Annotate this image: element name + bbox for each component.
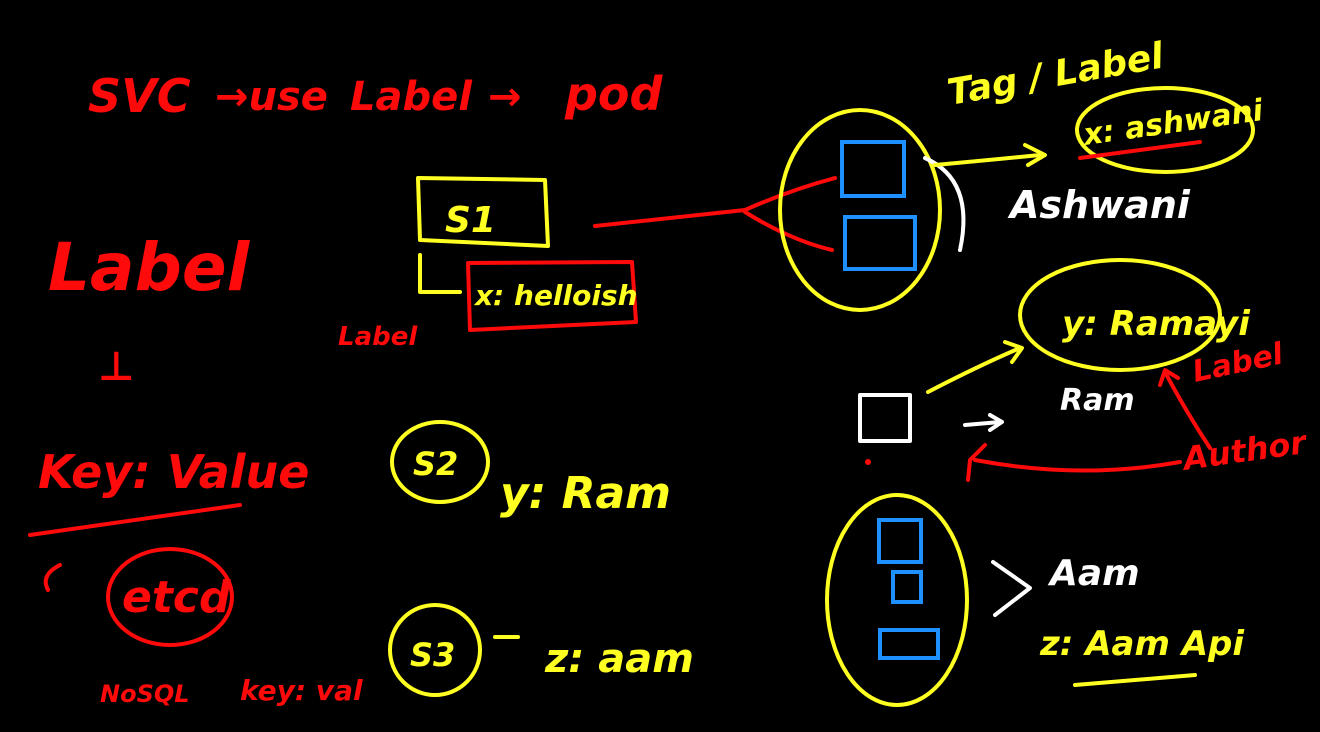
- nosql-key-val: key: val: [240, 674, 363, 707]
- s2-text: S2: [413, 445, 458, 483]
- pod-3-box: [877, 518, 923, 564]
- pod3-label-underline: [1073, 673, 1197, 687]
- s1-to-pod1-arrow: [593, 176, 837, 228]
- pod-group-2-brace: [991, 560, 1032, 617]
- s2-circle: [390, 420, 490, 504]
- single-pod-dot: [865, 459, 871, 465]
- pod1-label-ellipse: [1075, 86, 1255, 174]
- pod-5-box: [878, 628, 940, 660]
- service-s3: S3 z: aam: [388, 603, 694, 697]
- pod2-label-ellipse: [1018, 258, 1222, 372]
- heading: SVC →use Label → pod: [88, 67, 664, 123]
- s3-circle: [388, 603, 482, 697]
- s3-label-text: z: aam: [544, 636, 694, 682]
- heading-label: Label: [350, 74, 473, 120]
- pod-group-2-circle: [825, 493, 969, 707]
- heading-arrow: →: [488, 74, 522, 120]
- pod-group-1-circle: [778, 108, 942, 312]
- pod2-name: Ram: [1060, 383, 1135, 418]
- pod1-label-underline: [1078, 140, 1202, 160]
- s1-label-tag: Label: [338, 322, 418, 352]
- author-to-label-arrow: [1158, 368, 1212, 450]
- etcd-bracket: [43, 563, 62, 592]
- pod-4-box: [891, 570, 923, 604]
- heading-pod: pod: [564, 67, 664, 121]
- etcd-circle: [106, 547, 234, 647]
- s1-label-text: x: helloish: [473, 279, 638, 312]
- pod3-label-text: z: Aam Api: [1039, 624, 1245, 664]
- pod-to-tag-arrow: [933, 143, 1047, 167]
- pod1-name: Ashwani: [1007, 183, 1191, 227]
- etcd-text: etcd: [122, 572, 231, 623]
- pod-2-box: [843, 215, 917, 271]
- s2-label-text: y: Ram: [500, 468, 671, 519]
- service-s2: S2 y: Ram: [390, 420, 671, 519]
- pod-group-1: Tag / Label x: ashwani Ashwani: [778, 35, 1266, 312]
- nosql-text: NoSQL: [100, 680, 190, 708]
- left-label-word: Label: [48, 229, 251, 306]
- heading-use: →use: [215, 74, 328, 120]
- pod-single: y: Ramayi Ram Label Author: [858, 258, 1311, 482]
- single-pod-box: [858, 393, 912, 443]
- service-s1: S1 x: helloish Label: [338, 176, 837, 352]
- s1-label-box: [466, 260, 638, 332]
- pod-group-1-brace: [923, 156, 966, 252]
- s1-text: S1: [445, 200, 496, 241]
- s1-box: [416, 176, 550, 248]
- tag-label-text: Tag / Label: [944, 35, 1167, 113]
- pod-1-box: [840, 140, 906, 198]
- key-value-underline: [28, 503, 242, 537]
- pod-to-name-arrow: [963, 413, 1004, 432]
- s1-connector: [418, 253, 462, 294]
- s3-text: S3: [410, 636, 455, 674]
- pod-to-ylabel-arrow: [926, 340, 1024, 394]
- heading-svc: SVC: [88, 69, 191, 123]
- s1-to-pod2-arrow: [743, 210, 834, 252]
- left-notes: Label ⊥ Key: Value etcd NoSQL key: val: [28, 229, 363, 708]
- pod-group-2: Aam z: Aam Api: [825, 493, 1245, 707]
- left-down-arrow: ⊥: [98, 344, 135, 390]
- pod2-label-text: y: Ramayi: [1062, 304, 1251, 344]
- pod3-name: Aam: [1047, 553, 1140, 594]
- author-to-pod-arrow: [966, 443, 1182, 482]
- key-value-text: Key: Value: [38, 445, 310, 499]
